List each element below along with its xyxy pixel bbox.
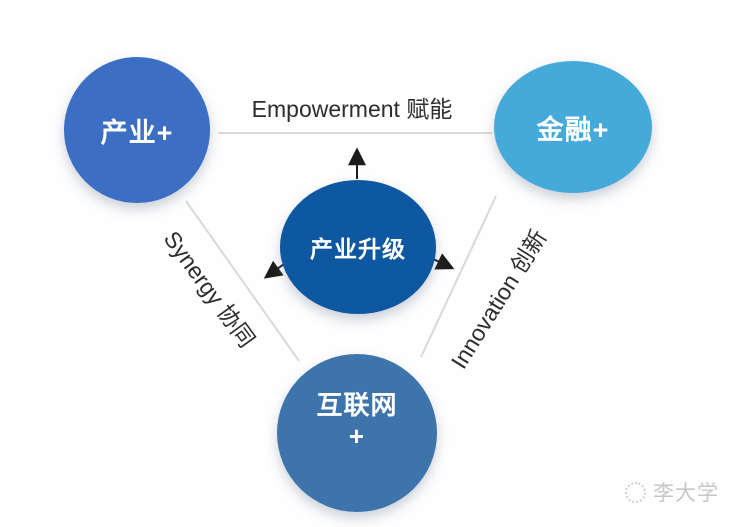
- watermark-text: 李大学: [653, 482, 719, 505]
- edge-finance-internet: [420, 195, 497, 358]
- edge-industry-internet: [185, 200, 300, 362]
- arrow-down-left: [263, 260, 285, 279]
- node-industry-label: 产业+: [100, 117, 174, 148]
- node-internet: 互联网 +: [277, 354, 437, 512]
- node-internet-label: 互联网: [316, 390, 398, 421]
- node-finance-label: 金融+: [536, 114, 610, 145]
- node-industry-upgrade-label: 产业升级: [310, 236, 406, 262]
- edge-label-empowerment: Empowerment 赋能: [251, 96, 453, 122]
- node-industry: 产业+: [64, 57, 210, 203]
- dotted-circle-logo-icon: [622, 478, 649, 506]
- watermark: 李大学: [622, 477, 719, 507]
- node-internet-plus: +: [348, 421, 366, 451]
- node-industry-upgrade: 产业升级: [280, 180, 436, 314]
- node-finance: 金融+: [494, 61, 652, 193]
